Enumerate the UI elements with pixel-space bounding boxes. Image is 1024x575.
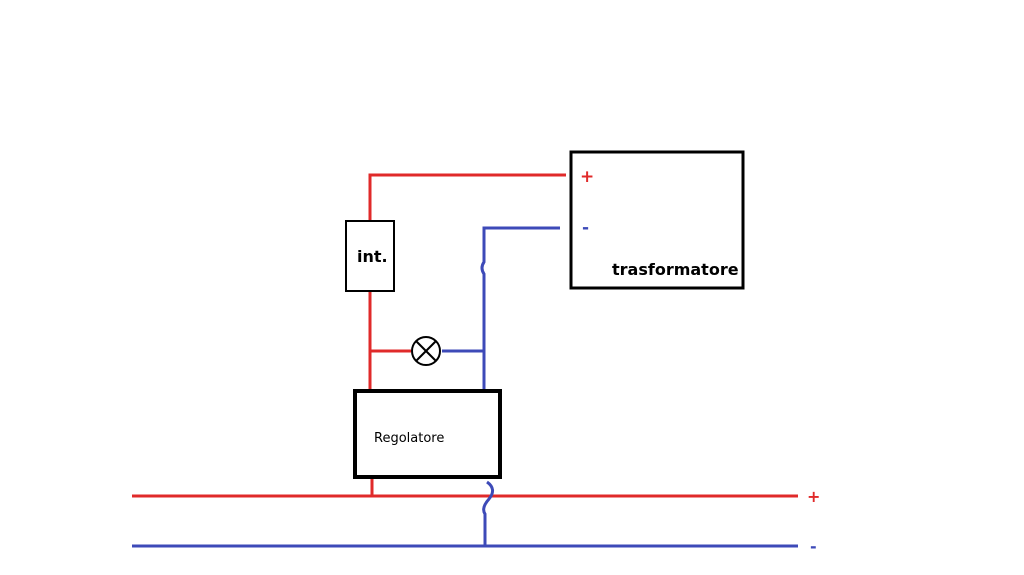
transformer-label: trasformatore [612,260,739,279]
regulator-box [353,389,502,479]
wire-regulator-to-minus-bus [482,480,494,546]
negative-wires [132,226,798,548]
switch-label: int. [357,247,388,266]
transformer-box [569,150,745,290]
wire-transformer-minus-down [480,226,560,394]
bus-minus-label: - [810,537,817,556]
lamp-icon [411,336,441,366]
positive-wires [132,173,798,498]
bus-plus-label: + [807,487,820,506]
transformer-minus-label: - [582,218,589,238]
wire-transformer-plus-to-switch [368,173,566,222]
regulator-label: Regolatore [374,431,444,446]
transformer-plus-label: + [580,167,594,187]
switch-box [345,220,395,292]
